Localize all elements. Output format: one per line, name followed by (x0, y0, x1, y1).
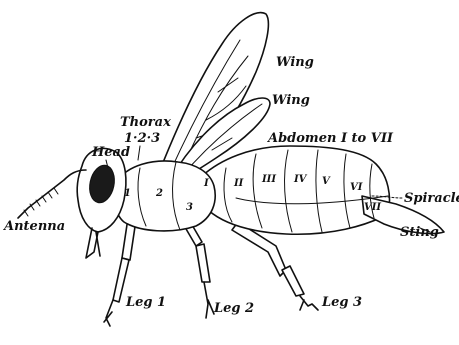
thorax-segments-label: 1·2·3 (124, 131, 160, 146)
head-drawing (77, 148, 126, 258)
antenna-label: Antenna (2, 219, 65, 234)
abdomen-numeral-4: IV (293, 174, 308, 185)
thorax-number-2: 2 (155, 188, 163, 199)
abdomen-numeral-6: VI (350, 182, 363, 193)
wing-lower-label: Wing (272, 93, 310, 108)
abdomen-label: Abdomen I to VII (266, 131, 394, 146)
thorax-label: Thorax (120, 115, 171, 130)
spiracle-label: Spiracle (404, 191, 459, 206)
abdomen-numeral-7: VII (364, 202, 381, 213)
leg-1-label: Leg 1 (125, 295, 166, 310)
abdomen-numeral-5: V (322, 176, 331, 187)
leg-3-drawing (232, 222, 318, 310)
antenna-drawing (18, 170, 86, 218)
thorax-number-3: 3 (186, 202, 193, 213)
leg-3-label: Leg 3 (321, 295, 362, 310)
leg-2-label: Leg 2 (213, 301, 254, 316)
sting-label: Sting (400, 225, 439, 240)
head-label: Head (91, 145, 130, 160)
abdomen-numeral-2: II (233, 178, 244, 189)
thorax-number-1: 1 (124, 188, 131, 199)
abdomen-numeral-1: I (203, 178, 209, 189)
leg-2-drawing (182, 218, 214, 318)
wing-upper-label: Wing (276, 55, 314, 70)
abdomen-numeral-3: III (261, 174, 276, 185)
